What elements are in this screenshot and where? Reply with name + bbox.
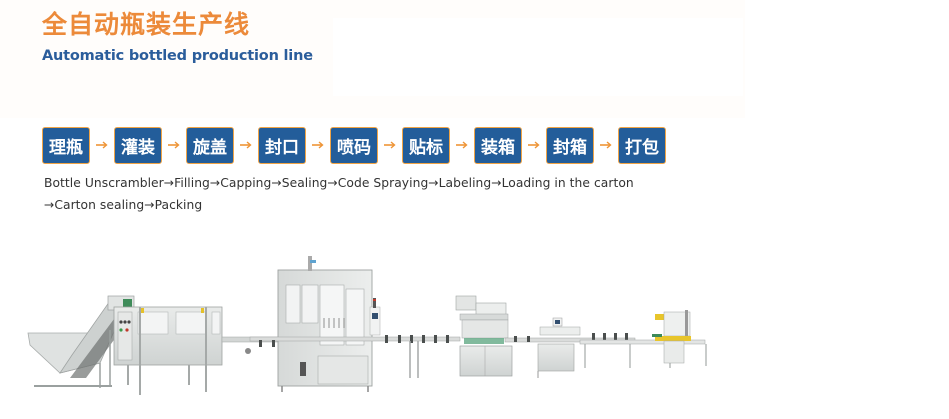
- arrow-right-icon: [455, 139, 469, 151]
- step-carton-loading: 装箱: [474, 127, 522, 164]
- conveyor-belt: [249, 335, 461, 378]
- title-english: Automatic bottled production line: [42, 48, 313, 64]
- arrow-right-icon: [599, 139, 613, 151]
- step-labeling: 贴标: [402, 127, 450, 164]
- step-bottle-unscrambling: 理瓶: [42, 127, 90, 164]
- step-filling: 灌装: [114, 127, 162, 164]
- arrow-right-icon: [311, 139, 325, 151]
- production-line-illustration: [27, 256, 707, 395]
- arrow-right-icon: [527, 139, 541, 151]
- step-sealing: 封口: [258, 127, 306, 164]
- step-code-spraying: 喷码: [330, 127, 378, 164]
- bottle-unscrambler: [27, 295, 251, 395]
- arrow-right-icon: [239, 139, 253, 151]
- filling-machine: [277, 256, 381, 392]
- capping-machine: [455, 295, 513, 377]
- labeling-machine: [537, 317, 581, 378]
- process-description-line2: →Carton sealing→Packing: [44, 198, 203, 212]
- process-description-line1: Bottle Unscrambler→Filling→Capping→Seali…: [44, 176, 634, 190]
- arrow-right-icon: [167, 139, 181, 151]
- header-background-inner: [333, 18, 743, 96]
- step-carton-sealing: 封箱: [546, 127, 594, 164]
- step-capping: 旋盖: [186, 127, 234, 164]
- title-chinese: 全自动瓶装生产线: [42, 10, 251, 39]
- arrow-right-icon: [383, 139, 397, 151]
- arrow-right-icon: [95, 139, 109, 151]
- carton-sealer: [652, 310, 691, 364]
- step-packing: 打包: [618, 127, 666, 164]
